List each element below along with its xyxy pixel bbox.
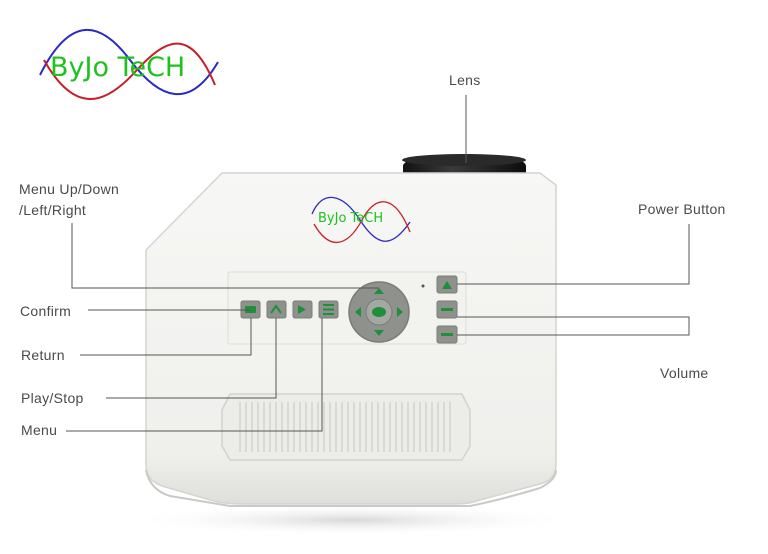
- return-icon: [270, 304, 282, 314]
- play-icon: [298, 305, 306, 314]
- return-button[interactable]: [266, 300, 287, 319]
- up-arrow-icon: [442, 281, 452, 289]
- volume-down-button[interactable]: [436, 300, 458, 319]
- play-stop-label: Play/Stop: [21, 390, 84, 406]
- power-indicator: [421, 284, 425, 288]
- power-label: Power Button: [638, 201, 726, 217]
- menu-nav-leader: [71, 223, 379, 289]
- volume-label: Volume: [660, 365, 709, 381]
- up-arrow-icon: [374, 288, 384, 294]
- direction-pad[interactable]: [348, 281, 410, 343]
- device-logo-text: ByJo TeCH: [318, 211, 384, 226]
- lens: [402, 154, 526, 178]
- plus-icon: [441, 333, 453, 336]
- menu-nav-label-line2: /Left/Right: [19, 202, 87, 218]
- floor-shadow: [122, 504, 582, 536]
- play-stop-button[interactable]: [292, 300, 313, 319]
- power-leader: [457, 224, 690, 285]
- brand-logo-waves: [39, 28, 219, 100]
- minus-icon: [441, 308, 453, 311]
- menu-label: Menu: [21, 422, 58, 438]
- leader-lines: [66, 95, 690, 432]
- lens-label: Lens: [449, 72, 481, 88]
- ok-icon: [245, 306, 256, 313]
- menu-nav-label-line1: Menu Up/Down: [19, 181, 120, 197]
- volume-leader: [457, 316, 690, 336]
- return-leader: [80, 318, 252, 356]
- menu-leader: [66, 318, 323, 432]
- brand-logo-text: ByJo TeCH: [50, 52, 186, 83]
- menu-icon: [323, 304, 334, 315]
- volume-up-button[interactable]: [436, 325, 458, 344]
- right-arrow-icon: [397, 307, 403, 317]
- device-logo-waves: [311, 196, 411, 244]
- ok-icon: [372, 307, 386, 317]
- down-arrow-icon: [374, 330, 384, 336]
- power-button[interactable]: [436, 275, 458, 294]
- control-panel: [227, 271, 467, 345]
- return-label: Return: [21, 347, 65, 363]
- menu-button[interactable]: [318, 300, 339, 319]
- left-arrow-icon: [355, 307, 361, 317]
- vent-grille: [221, 393, 471, 461]
- confirm-label: Confirm: [20, 303, 72, 319]
- play-stop-leader: [106, 318, 277, 399]
